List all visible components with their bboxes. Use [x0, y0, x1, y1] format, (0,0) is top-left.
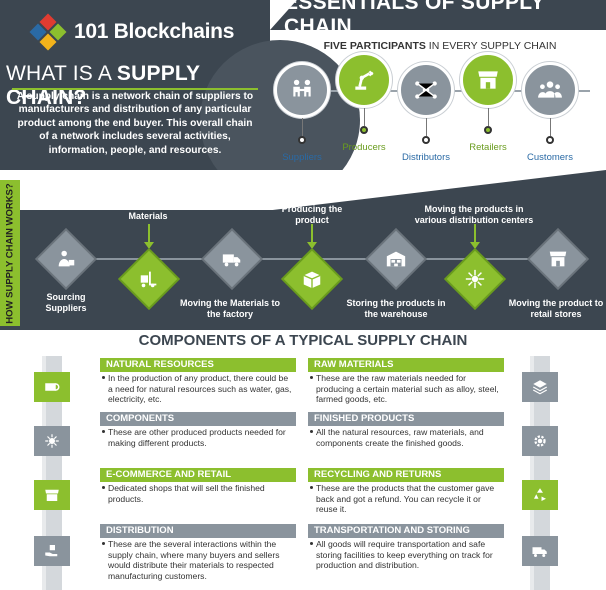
participant-customers: [520, 62, 580, 144]
component-ecommerce-retail: E-COMMERCE AND RETAIL Dedicated shops th…: [100, 468, 296, 504]
participant-distributors: [396, 62, 456, 144]
layers-icon: [522, 372, 558, 402]
flow-step-label: Collection of Raw Materials: [110, 200, 186, 221]
store-icon: [529, 230, 587, 288]
participant-label: Retailers: [469, 142, 507, 153]
warehouse-icon: [367, 230, 425, 288]
component-heading: E-COMMERCE AND RETAIL: [100, 468, 296, 482]
participants-title-rest: IN EVERY SUPPLY CHAIN: [425, 40, 557, 52]
storefront-icon: [460, 52, 516, 108]
component-heading: NATURAL RESOURCES: [100, 358, 296, 372]
recycle-icon: [522, 480, 558, 510]
component-text: These are the raw materials needed for p…: [308, 372, 504, 405]
component-distribution: DISTRIBUTION These are the several inter…: [100, 524, 296, 581]
participant-label: Customers: [527, 152, 573, 163]
participant-producers: [334, 52, 394, 134]
flow-step-label: Moving the Materials to the factory: [180, 298, 281, 319]
component-natural-resources: NATURAL RESOURCES In the production of a…: [100, 358, 296, 405]
component-text: All goods will require transportation an…: [308, 538, 504, 571]
participants-title-bold: FIVE PARTICIPANTS: [323, 40, 426, 52]
blockchain-cubes-icon: [29, 13, 67, 51]
participant-label: Producers: [342, 142, 386, 153]
brand-name: 101 Blockchains: [74, 20, 235, 43]
flow-step-label: Storing the products in the warehouse: [346, 298, 446, 319]
how-it-works-tab: HOW SUPPLY CHAIN WORKS?: [0, 180, 20, 326]
how-it-works-side-label: HOW SUPPLY CHAIN WORKS?: [4, 182, 16, 324]
brand-logo: 101 Blockchains: [29, 12, 260, 52]
robot-arm-icon: [336, 52, 392, 108]
box-icon: [283, 250, 341, 308]
truck-icon: [203, 230, 261, 288]
component-heading: TRANSPORTATION AND STORING: [308, 524, 504, 538]
network-pin-icon: [398, 62, 454, 118]
component-text: These are the products that the customer…: [308, 482, 504, 515]
component-recycling-returns: RECYCLING AND RETURNS These are the prod…: [308, 468, 504, 515]
component-text: In the production of any product, there …: [100, 372, 296, 405]
participants-title: FIVE PARTICIPANTS IN EVERY SUPPLY CHAIN: [290, 40, 590, 58]
component-components: COMPONENTS These are other produced prod…: [100, 412, 296, 448]
right-pillar: [530, 356, 550, 590]
participant-label: Distributors: [401, 152, 451, 163]
component-text: These are the several interactions withi…: [100, 538, 296, 581]
flow-step-label: Sourcing Suppliers: [45, 292, 87, 313]
component-heading: COMPONENTS: [100, 412, 296, 426]
component-finished-products: FINISHED PRODUCTS All the natural resour…: [308, 412, 504, 448]
participant-suppliers: [272, 62, 332, 144]
component-text: All the natural resources, raw materials…: [308, 426, 504, 448]
distribution-hand-icon: [34, 536, 70, 566]
supplier-icon: [37, 230, 95, 288]
shop-icon: [34, 480, 70, 510]
component-heading: DISTRIBUTION: [100, 524, 296, 538]
component-transportation-storing: TRANSPORTATION AND STORING All goods wil…: [308, 524, 504, 571]
component-raw-materials: RAW MATERIALS These are the raw material…: [308, 358, 504, 405]
left-pillar: [42, 356, 62, 590]
gear-icon: [522, 426, 558, 456]
component-heading: FINISHED PRODUCTS: [308, 412, 504, 426]
flow-step-label: Producing the product: [281, 204, 343, 225]
components-title: COMPONENTS OF A TYPICAL SUPPLY CHAIN: [138, 332, 468, 349]
intro-divider: [12, 88, 258, 90]
distribution-icon: [446, 250, 504, 308]
intro-description: A supply chain is a network chain of sup…: [16, 91, 254, 156]
resources-icon: [34, 372, 70, 402]
intro-heading: WHAT IS A SUPPLY CHAIN?: [6, 62, 268, 109]
flow-step-label: Moving the products in various distribut…: [414, 204, 534, 225]
intro-heading-prefix: WHAT IS A: [6, 62, 117, 85]
component-text: Dedicated shops that will sell the finis…: [100, 482, 296, 504]
intro-heading-emphasis: SUPPLY CHAIN?: [6, 62, 200, 109]
component-heading: RAW MATERIALS: [308, 358, 504, 372]
page-title-banner: ESSENTIALS OF SUPPLY CHAIN: [270, 0, 606, 30]
flow-step-label: Moving the product to retail stores: [508, 298, 604, 319]
participant-retailers: [458, 52, 518, 134]
participant-label: Suppliers: [282, 152, 322, 163]
people-icon: [522, 62, 578, 118]
component-text: These are other produced products needed…: [100, 426, 296, 448]
component-heading: RECYCLING AND RETURNS: [308, 468, 504, 482]
handshake-icon: [274, 62, 330, 118]
truck-icon: [522, 536, 558, 566]
page-title: ESSENTIALS OF SUPPLY CHAIN: [284, 0, 545, 38]
forklift-icon: [120, 250, 178, 308]
components-icon: [34, 426, 70, 456]
